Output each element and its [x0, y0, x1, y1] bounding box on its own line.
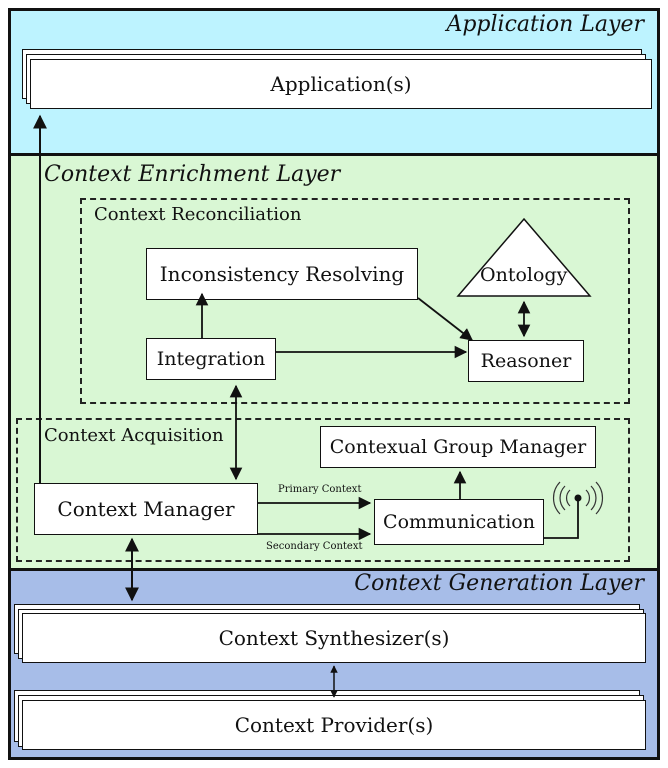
- communication-box: Communication: [374, 499, 544, 545]
- context-generation-layer-title: Context Generation Layer: [354, 571, 644, 596]
- primary-context-label: Primary Context: [278, 484, 362, 495]
- context-reconciliation-title: Context Reconciliation: [94, 204, 302, 225]
- context-enrichment-layer-title: Context Enrichment Layer: [44, 162, 341, 187]
- integration-box: Integration: [146, 338, 276, 380]
- reasoner-box: Reasoner: [468, 340, 584, 382]
- context-provider-box: Context Provider(s): [22, 700, 646, 750]
- context-acquisition-title: Context Acquisition: [44, 425, 224, 446]
- application-layer-title: Application Layer: [446, 12, 644, 37]
- secondary-context-label: Secondary Context: [266, 541, 363, 552]
- context-synthesizer-box: Context Synthesizer(s): [22, 613, 646, 663]
- inconsistency-resolving-box: Inconsistency Resolving: [146, 248, 418, 300]
- context-manager-box: Context Manager: [34, 483, 258, 535]
- ontology-label: Ontology: [480, 264, 568, 286]
- contextual-group-manager-box: Contexual Group Manager: [320, 426, 596, 468]
- applications-box: Application(s): [30, 59, 652, 109]
- context-acquisition-region: [16, 418, 630, 562]
- context-reconciliation-region: [80, 198, 630, 404]
